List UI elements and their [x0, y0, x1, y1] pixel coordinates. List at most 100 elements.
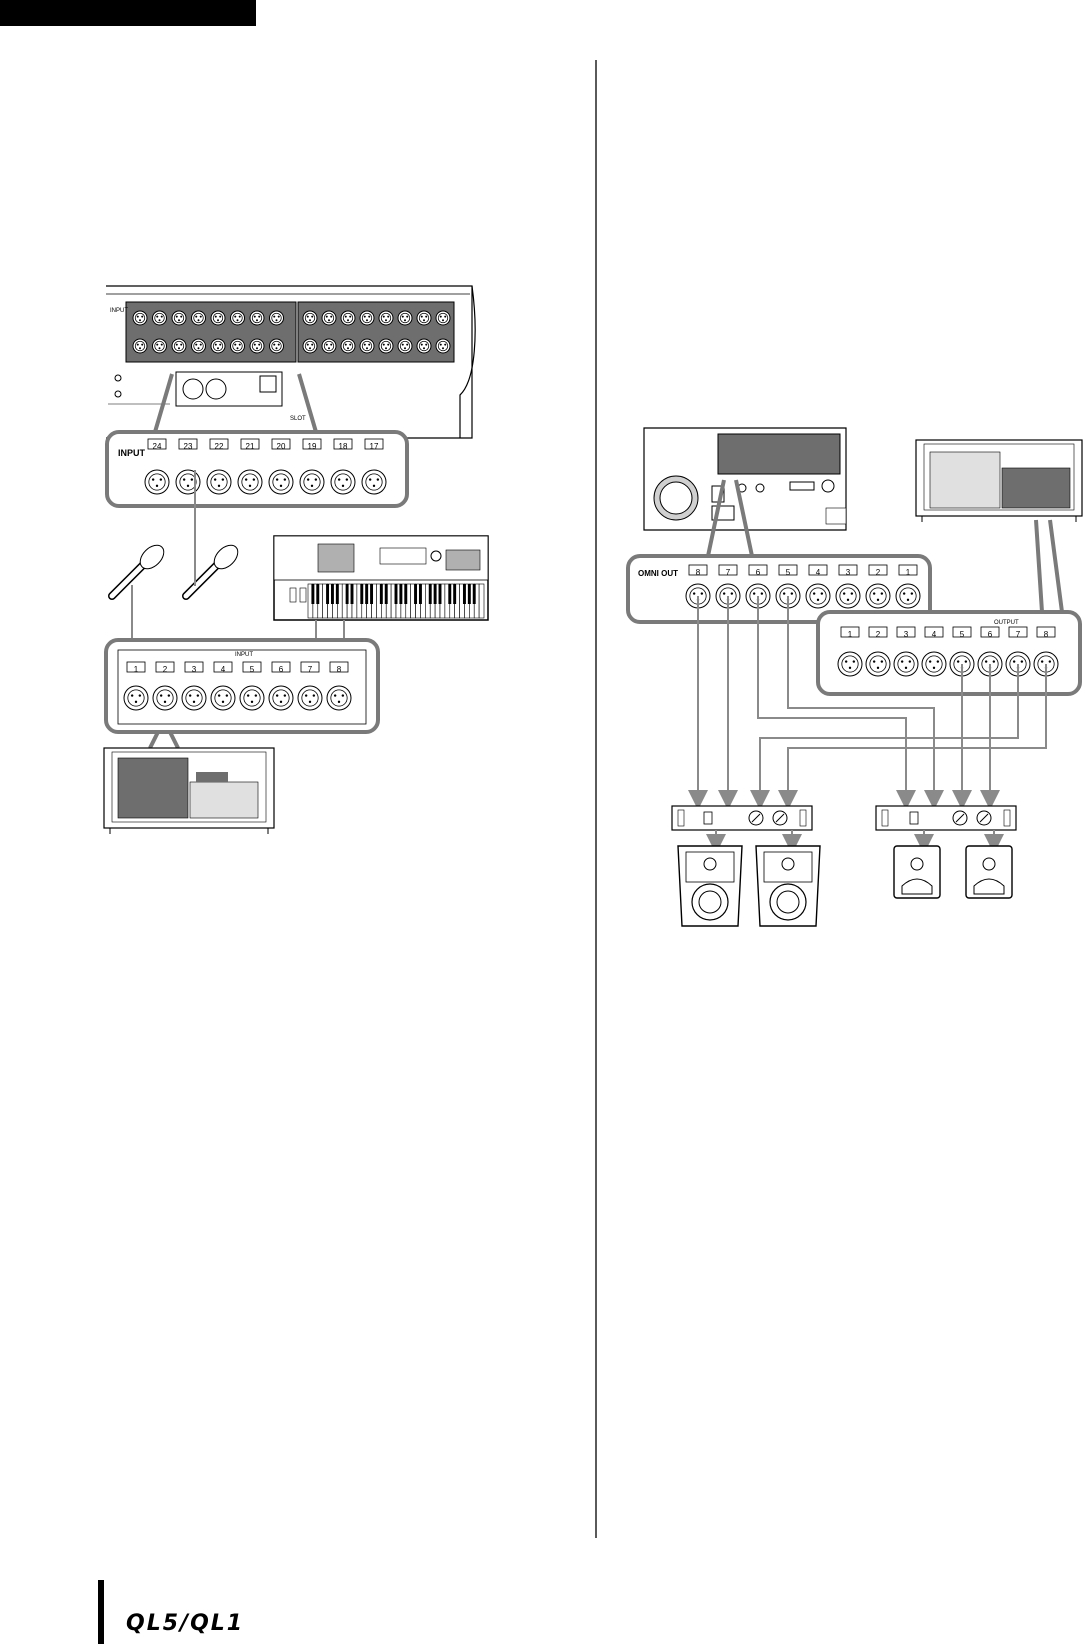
console-panel-jack [397, 310, 413, 326]
console-panel-jack [191, 310, 206, 326]
omni-out-number: 7 [726, 568, 731, 577]
microphone-2 [182, 544, 239, 600]
rack-input-xlr-jack [268, 685, 294, 711]
power-amplifier-1 [671, 805, 813, 831]
zoom-input-xlr-jack [206, 469, 232, 495]
stage-box-left [103, 747, 275, 834]
rack-input-number: 4 [221, 665, 226, 674]
output-cables [688, 596, 1047, 810]
omni-out-xlr-jack [865, 583, 891, 609]
zoom-input-number: 18 [339, 442, 348, 451]
main-speaker-right [755, 845, 821, 927]
zoom-input-xlr-jack [299, 469, 325, 495]
rack-output-xlr-jack [921, 651, 947, 677]
omni-out-number: 3 [846, 568, 851, 577]
zoom-input-label: INPUT [118, 448, 146, 458]
rack-input-xlr-jack [123, 685, 149, 711]
console-panel-jack [191, 338, 206, 354]
console-panel-jack [132, 338, 148, 354]
rack-output-number: 1 [848, 630, 853, 639]
power-amplifier-2 [875, 805, 1017, 831]
console-panel-jack [416, 338, 432, 354]
zoom-input-number: 23 [184, 442, 193, 451]
console-panel-jack [230, 310, 245, 326]
input-jack-block-left [125, 301, 297, 363]
callout-lines-rack [148, 731, 180, 749]
console-panel-jack [340, 338, 356, 354]
footer-model-name: QL5/QL1 [126, 1611, 245, 1636]
rack-output-xlr-jack [865, 651, 891, 677]
console-panel-jack [378, 310, 394, 326]
rack-input-xlr-jack [210, 685, 236, 711]
zoom-input-number: 20 [277, 442, 286, 451]
header-bar [0, 0, 256, 26]
console-panel-jack [302, 338, 318, 354]
microphone-1 [108, 544, 165, 600]
monitor-speaker-right [965, 845, 1013, 899]
zoom-input-xlr-jack [237, 469, 263, 495]
zoom-input-xlr-jack [361, 469, 387, 495]
speaker-cables [706, 830, 1004, 854]
console-panel-jack [171, 310, 187, 326]
console-panel-jack [132, 310, 148, 326]
rack-input-number: 1 [134, 665, 139, 674]
rack-output-number: 7 [1016, 630, 1021, 639]
column-divider [595, 60, 597, 1538]
console-panel-jack [340, 310, 356, 326]
rack-output-number: 4 [932, 630, 937, 639]
keyboard-synthesizer [273, 535, 489, 621]
omni-out-number: 2 [876, 568, 881, 577]
callout-lines-output-rack [1034, 519, 1064, 613]
rack-input-number: 2 [163, 665, 168, 674]
omni-out-number: 5 [786, 568, 791, 577]
console-panel-jack [249, 338, 265, 354]
rack-output-number: 3 [904, 630, 909, 639]
rack-output-xlr-jack [893, 651, 919, 677]
footer-rule [98, 1580, 104, 1644]
zoom-input-xlr-jack [268, 469, 294, 495]
rack-input-number: 5 [250, 665, 255, 674]
console-panel-jack [249, 310, 265, 326]
console-panel-jack [416, 310, 432, 326]
rack-output-number: 8 [1044, 630, 1049, 639]
rack-input-number: 7 [308, 665, 313, 674]
rack-output-number: 6 [988, 630, 993, 639]
console-rear-panel: INPUT SLOT [106, 285, 476, 439]
rack-input-xlr-jack [326, 685, 352, 711]
omni-out-xlr-jack [805, 583, 831, 609]
console-panel-jack [359, 338, 375, 354]
console-panel-jack [321, 338, 337, 354]
zoom-input-number: 22 [215, 442, 224, 451]
slot-label: SLOT [290, 416, 306, 422]
console-panel-jack [152, 338, 167, 354]
rack-output-xlr-jack [837, 651, 863, 677]
stage-box-right [915, 439, 1083, 522]
console-panel-jack [210, 310, 226, 326]
omni-out-xlr-jack [835, 583, 861, 609]
console-panel-jack [302, 310, 318, 326]
console-rear-panel-output [643, 427, 847, 531]
zoom-input-number: 17 [370, 442, 379, 451]
omni-out-xlr-jack [895, 583, 921, 609]
console-panel-jack [210, 338, 226, 354]
console-panel-jack [269, 338, 284, 354]
rack-input-number: 3 [192, 665, 197, 674]
omni-out-number: 6 [756, 568, 761, 577]
console-panel-jack [152, 310, 167, 326]
console-panel-jack [269, 310, 284, 326]
console-panel-jack [321, 310, 337, 326]
console-panel-jack [378, 338, 394, 354]
omni-out-number: 1 [906, 568, 911, 577]
rack-input-number: 6 [279, 665, 284, 674]
zoom-input-xlr-jack [144, 469, 170, 495]
zoom-input-number: 21 [246, 442, 255, 451]
rack-output-number: 2 [876, 630, 881, 639]
zoom-input-number: 19 [308, 442, 317, 451]
console-panel-jack [171, 338, 187, 354]
console-panel-jack [435, 338, 451, 354]
